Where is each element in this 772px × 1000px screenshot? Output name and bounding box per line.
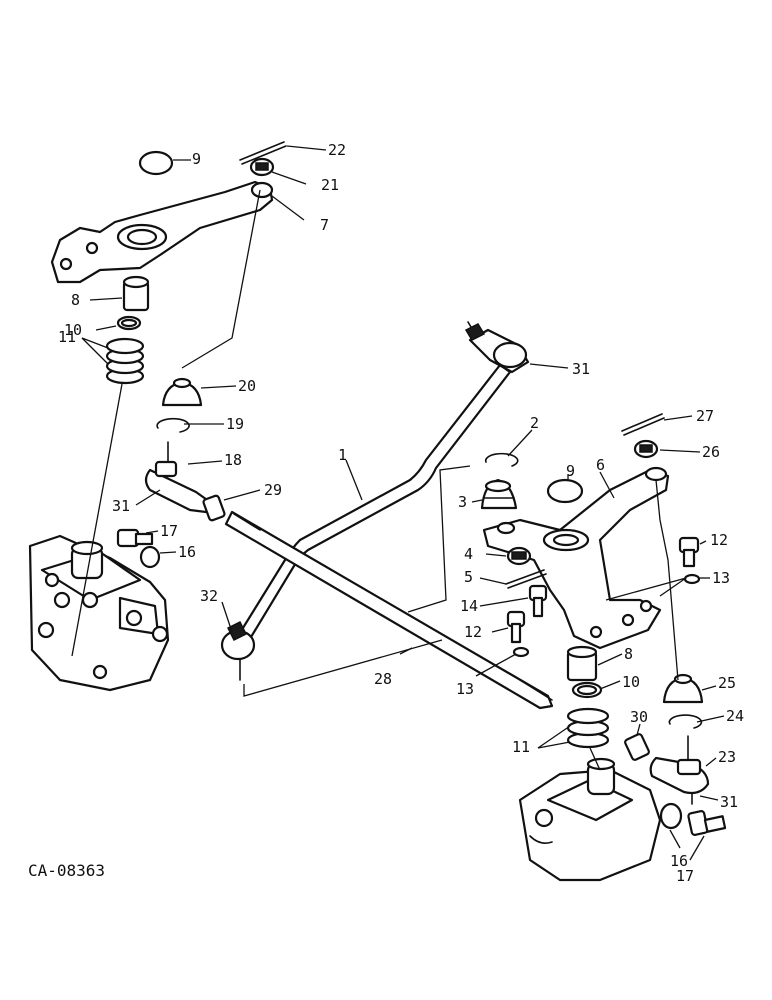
callout-3: 3 xyxy=(458,493,467,511)
left-o-ring xyxy=(116,315,142,331)
callout-leaders xyxy=(81,145,725,861)
right-tie-rod-end xyxy=(649,735,710,805)
callout-1: 1 xyxy=(338,446,347,464)
callout-9: 9 xyxy=(192,150,201,168)
castle-nut-4 xyxy=(506,546,532,566)
left-castle-nut xyxy=(249,157,275,177)
callout-8: 8 xyxy=(71,291,80,309)
callout-5: 5 xyxy=(464,568,473,586)
callout-4: 4 xyxy=(464,545,473,563)
left-washer xyxy=(139,545,161,569)
bolt-12-lower xyxy=(506,610,526,644)
callout-numbers: 22 9 21 7 8 10 11 20 19 18 31 29 17 16 3… xyxy=(58,141,744,885)
callout-21: 21 xyxy=(321,176,339,194)
callout-23: 23 xyxy=(718,748,736,766)
callout-22: 22 xyxy=(328,141,346,159)
callout-10: 10 xyxy=(622,673,640,691)
callout-30: 30 xyxy=(630,708,648,726)
right-dust-cap xyxy=(546,478,584,504)
left-snap-ring xyxy=(156,417,190,433)
left-dust-cap xyxy=(138,150,174,176)
left-jam-nut xyxy=(202,494,226,522)
boot-3 xyxy=(480,478,518,510)
callout-11: 11 xyxy=(512,738,530,756)
assembly-guide-lines xyxy=(71,189,687,771)
callout-28: 28 xyxy=(374,670,392,688)
right-bushing xyxy=(566,645,598,682)
callout-19: 19 xyxy=(226,415,244,433)
right-ball-joint-boot xyxy=(662,673,704,704)
right-steering-gearbox xyxy=(518,757,662,882)
bolt-14 xyxy=(528,584,548,618)
callout-13: 13 xyxy=(712,569,730,587)
left-bolt xyxy=(116,528,154,548)
left-shim-stack xyxy=(105,337,145,385)
left-cotter-pin xyxy=(239,141,287,165)
left-bushing xyxy=(122,275,150,312)
callout-25: 25 xyxy=(718,674,736,692)
callout-7: 7 xyxy=(320,216,329,234)
callout-6: 6 xyxy=(596,456,605,474)
cotter-pin-5 xyxy=(505,569,547,589)
callout-16: 16 xyxy=(670,852,688,870)
right-jam-nut xyxy=(624,733,650,761)
callout-16: 16 xyxy=(178,543,196,561)
callout-24: 24 xyxy=(726,707,744,725)
callout-31: 31 xyxy=(720,793,738,811)
callout-9: 9 xyxy=(566,462,575,480)
right-cotter-pin xyxy=(621,413,665,436)
right-bolt xyxy=(687,810,727,836)
right-castle-nut xyxy=(633,439,659,459)
drawing-id-label: CA-08363 xyxy=(28,861,105,880)
callout-2: 2 xyxy=(530,414,539,432)
callout-26: 26 xyxy=(702,443,720,461)
right-shim-stack xyxy=(566,707,610,749)
callout-32: 32 xyxy=(200,587,218,605)
right-washer xyxy=(659,802,683,830)
right-snap-ring xyxy=(668,714,703,729)
snap-ring-2 xyxy=(484,452,519,467)
callout-13: 13 xyxy=(456,680,474,698)
left-steering-gearbox xyxy=(28,534,170,692)
right-o-ring xyxy=(571,681,603,699)
callout-17: 17 xyxy=(160,522,178,540)
callout-18: 18 xyxy=(224,451,242,469)
callout-31: 31 xyxy=(572,360,590,378)
left-steering-arm xyxy=(50,180,274,284)
callout-29: 29 xyxy=(264,481,282,499)
callout-10: 10 xyxy=(64,321,82,339)
washer-13-lower xyxy=(512,646,530,658)
callout-14: 14 xyxy=(460,597,478,615)
callout-17: 17 xyxy=(676,867,694,885)
washer-13-upper xyxy=(683,573,701,585)
left-ball-joint-boot xyxy=(161,377,203,407)
callout-12: 12 xyxy=(464,623,482,641)
callout-27: 27 xyxy=(696,407,714,425)
callout-11: 11 xyxy=(58,328,76,346)
callout-8: 8 xyxy=(624,645,633,663)
callout-20: 20 xyxy=(238,377,256,395)
bolt-12-upper xyxy=(678,536,700,568)
callout-12: 12 xyxy=(710,531,728,549)
drag-link-ball-stud xyxy=(220,620,256,681)
callout-31: 31 xyxy=(112,497,130,515)
left-tie-rod-end xyxy=(144,441,212,514)
